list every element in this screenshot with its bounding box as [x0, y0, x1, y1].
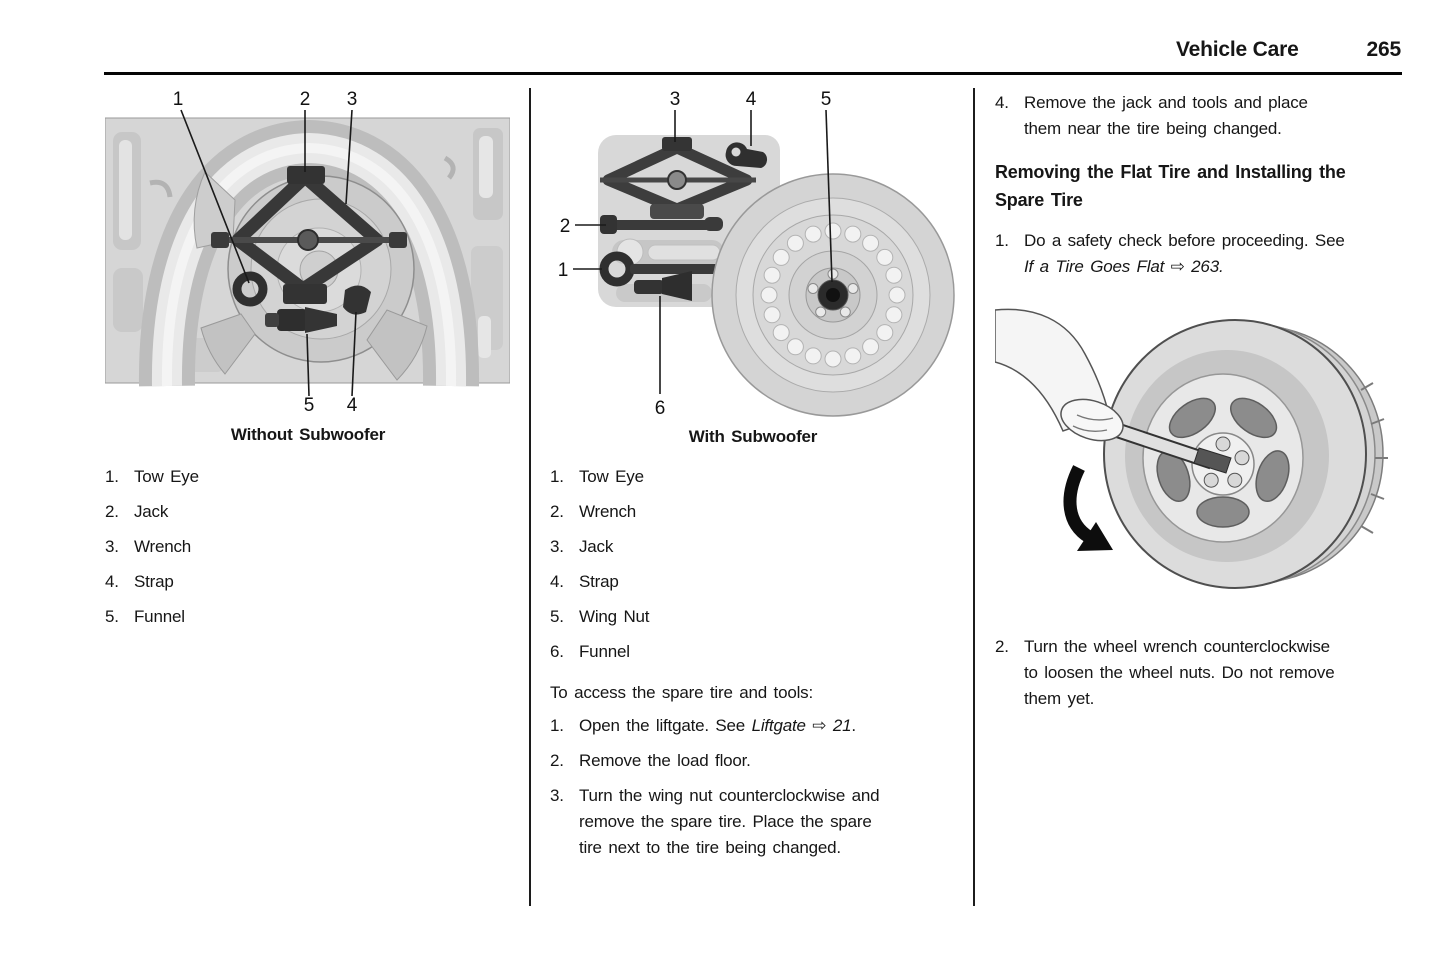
wheel-arch-rib	[138, 119, 480, 387]
column-with-subwoofer: 3 4 5 2 1 6 With Subwoofer 1. Tow Eye 2.…	[550, 88, 956, 870]
step-item: 2. Remove the load floor.	[550, 751, 751, 770]
legend-item: 5. Funnel	[105, 607, 185, 626]
column-without-subwoofer: 1 2 3 5 4 Without Subwoofer 1. Tow Eye 2…	[105, 88, 511, 639]
hand-and-arm-illustration	[995, 308, 1124, 442]
legend-item: 1. Tow Eye	[105, 467, 199, 486]
step-item: 1. Do a safety check before proceeding. …	[995, 228, 1401, 280]
section-heading: Removing the Flat Tire and Installing th…	[995, 162, 1346, 210]
wheel-illustration	[1103, 319, 1388, 589]
counterclockwise-arrow	[1063, 465, 1113, 551]
callout-2: 2	[560, 216, 571, 237]
legend-item: 6. Funnel	[550, 642, 630, 661]
legend-item: 2. Wrench	[550, 502, 637, 521]
wrench-illustration	[600, 215, 723, 234]
strap-illustration	[343, 285, 371, 315]
access-spare-tire-intro: To access the spare tire and tools:	[550, 683, 813, 702]
page-number: 265	[1366, 38, 1402, 61]
figure2-legend: 1. Tow Eye 2. Wrench 3. Jack 4. Strap 5.…	[550, 464, 956, 665]
legend-item: 5. Wing Nut	[550, 607, 650, 626]
figure2-caption: With Subwoofer	[688, 427, 818, 446]
step-item: 2. Turn the wheel wrench counterclockwis…	[995, 637, 1335, 708]
column-removing-flat-tire: 4. Remove the jack and tools and place t…	[995, 88, 1401, 721]
callout-4: 4	[746, 89, 757, 110]
spare-tire-well-illustration: 1 2 3 5 4	[105, 89, 510, 413]
liftgate-reference: Liftgate ⇨ 21	[751, 716, 852, 735]
callout-4: 4	[347, 395, 358, 413]
tow-eye-illustration	[232, 271, 268, 307]
step-item: 1. Open the liftgate. See Liftgate ⇨ 21.	[550, 716, 856, 735]
callout-1: 1	[173, 89, 184, 110]
tow-eye-illustration	[599, 251, 725, 287]
figure1-callouts: 1 2 3 5 4	[173, 89, 358, 413]
legend-item: 3. Jack	[550, 537, 614, 556]
callout-2: 2	[300, 89, 311, 110]
if-a-tire-goes-flat-reference: If a Tire Goes Flat ⇨ 263.	[1024, 257, 1224, 276]
callout-1: 1	[558, 260, 569, 281]
figure2-callouts: 3 4 5 2 1 6	[558, 89, 833, 418]
jack-illustration	[211, 166, 407, 304]
figure1-caption: Without Subwoofer	[230, 425, 386, 444]
step-item: 3. Turn the wing nut counterclockwise an…	[550, 786, 880, 857]
column-divider-left	[529, 88, 531, 906]
strap-illustration	[725, 142, 768, 168]
callout-3: 3	[347, 89, 358, 110]
loosen-wheel-nuts-illustration	[995, 308, 1388, 589]
funnel-illustration	[265, 307, 337, 333]
legend-item: 3. Wrench	[105, 537, 192, 556]
access-steps: 1. Open the liftgate. See Liftgate ⇨ 21.…	[550, 713, 956, 861]
legend-item: 4. Strap	[550, 572, 619, 591]
callout-6: 6	[655, 398, 666, 418]
page-title: Vehicle Care	[1176, 38, 1299, 61]
callout-3: 3	[670, 89, 681, 110]
legend-item: 1. Tow Eye	[550, 467, 644, 486]
jack-illustration	[600, 137, 756, 219]
legend-item: 2. Jack	[105, 502, 169, 521]
figure1-legend: 1. Tow Eye 2. Jack 3. Wrench 4. Strap 5.…	[105, 464, 511, 630]
callout-5: 5	[304, 395, 315, 413]
column-divider-right	[973, 88, 975, 906]
tool-kit-and-spare-wheel-illustration: 3 4 5 2 1 6	[558, 89, 955, 418]
callout-5: 5	[821, 89, 832, 110]
page-header: Vehicle Care 265	[1176, 38, 1401, 62]
funnel-illustration	[634, 271, 692, 301]
spare-wheel-illustration	[711, 173, 955, 417]
header-rule	[104, 72, 1402, 75]
legend-item: 4. Strap	[105, 572, 174, 591]
step-item: 4. Remove the jack and tools and place t…	[995, 93, 1308, 138]
